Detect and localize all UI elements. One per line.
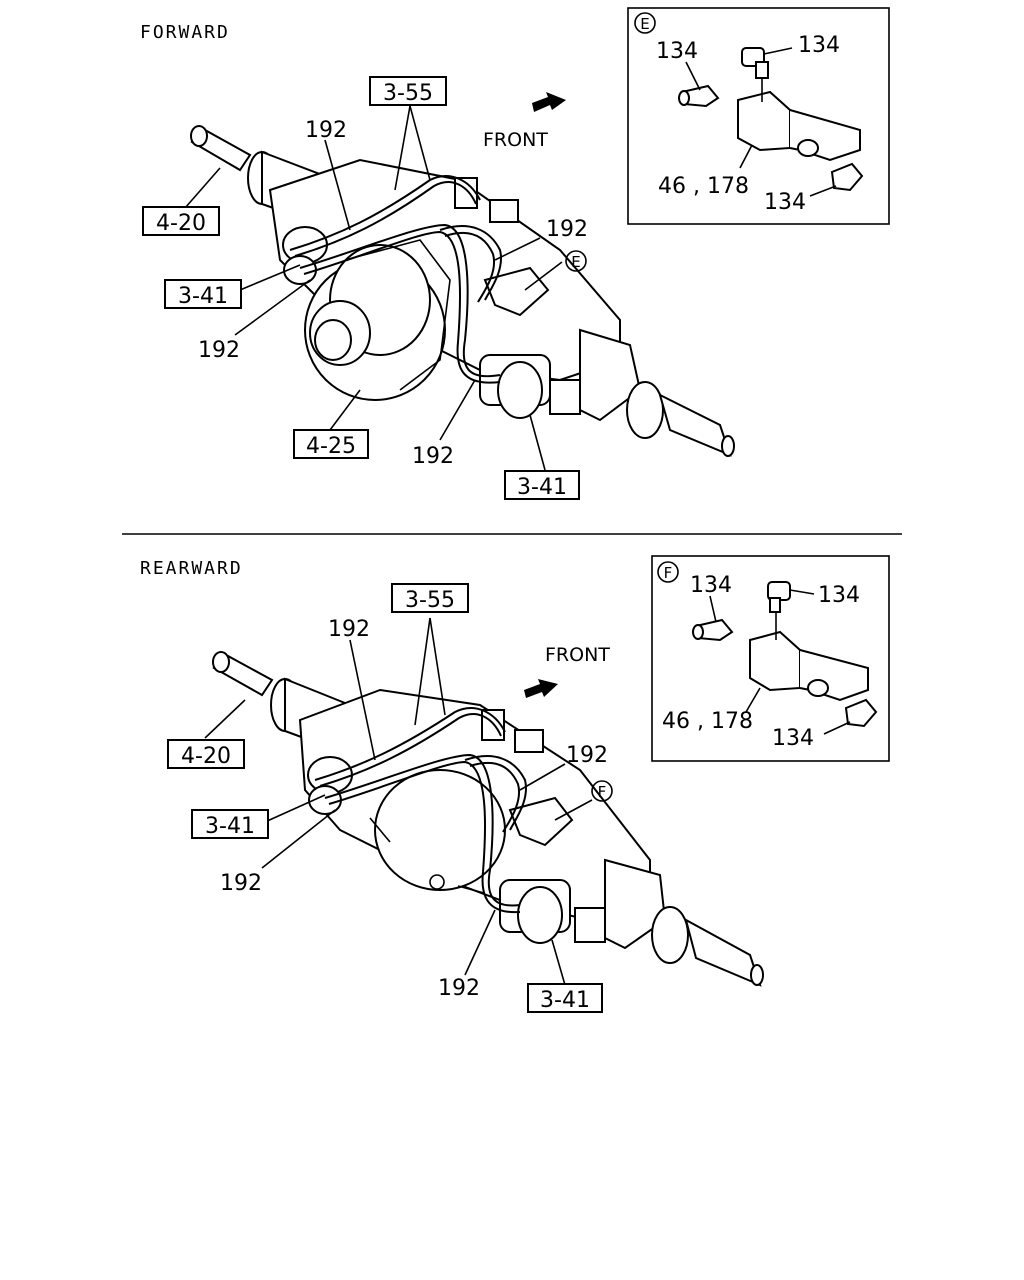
forward-leader-lines <box>184 105 563 471</box>
part-192-top-forward: 192 <box>305 118 347 143</box>
rearward-front-label: FRONT <box>545 644 610 666</box>
forward-section: FORWARD FRONT <box>140 7 890 500</box>
ref-box-3-41-left-forward[interactable]: 3-41 <box>164 279 242 309</box>
part-192-right-forward: 192 <box>546 217 588 242</box>
ref-box-3-41-right-rearward[interactable]: 3-41 <box>527 983 603 1013</box>
part-192-left-forward: 192 <box>198 338 240 363</box>
forward-front-label: FRONT <box>483 129 548 151</box>
forward-title: FORWARD <box>140 22 230 43</box>
svg-text:4-25: 4-25 <box>306 434 356 459</box>
svg-text:4-20: 4-20 <box>156 211 206 236</box>
detail-e-callout: E <box>640 15 649 33</box>
rearward-section: REARWARD FRONT <box>140 555 890 1013</box>
svg-text:3-55: 3-55 <box>405 588 455 613</box>
part-192-left-rearward: 192 <box>220 871 262 896</box>
part-134-topright-e: 134 <box>798 33 840 58</box>
svg-text:E: E <box>571 253 580 271</box>
ref-box-4-20-rearward[interactable]: 4-20 <box>167 739 245 769</box>
detail-f-callout: F <box>664 564 673 582</box>
front-arrow-icon <box>524 679 558 698</box>
svg-text:3-55: 3-55 <box>383 81 433 106</box>
ref-box-3-41-right-forward[interactable]: 3-41 <box>504 470 580 500</box>
rearward-title: REARWARD <box>140 558 243 579</box>
detail-marker-e[interactable]: E <box>565 250 587 272</box>
ref-box-3-55-rearward[interactable]: 3-55 <box>391 583 469 613</box>
part-134-topleft-e: 134 <box>656 39 698 64</box>
part-192-right-rearward: 192 <box>566 743 608 768</box>
part-134-topright-f: 134 <box>818 583 860 608</box>
detail-box-e: E 134 134 134 46 , 178 <box>627 7 890 225</box>
part-134-bottom-e: 134 <box>764 190 806 215</box>
rearward-leader-lines <box>204 617 593 986</box>
rearward-axle-drawing <box>212 651 764 987</box>
svg-text:3-41: 3-41 <box>517 475 567 500</box>
part-192-bottom-forward: 192 <box>412 444 454 469</box>
ref-box-4-25-forward[interactable]: 4-25 <box>293 429 369 459</box>
svg-text:F: F <box>598 783 607 801</box>
front-arrow-icon <box>532 92 566 112</box>
ref-box-3-41-left-rearward[interactable]: 3-41 <box>191 809 269 839</box>
ref-box-4-20-forward[interactable]: 4-20 <box>142 206 220 236</box>
svg-text:3-41: 3-41 <box>178 284 228 309</box>
part-134-topleft-f: 134 <box>690 573 732 598</box>
part-46-178-f: 46 , 178 <box>662 709 753 734</box>
detail-marker-f[interactable]: F <box>591 780 613 802</box>
part-46-178-e: 46 , 178 <box>658 174 749 199</box>
svg-text:3-41: 3-41 <box>540 988 590 1013</box>
svg-text:4-20: 4-20 <box>181 744 231 769</box>
part-192-bottom-rearward: 192 <box>438 976 480 1001</box>
ref-box-3-55-forward[interactable]: 3-55 <box>369 76 447 106</box>
part-192-top-rearward: 192 <box>328 617 370 642</box>
detail-box-f: F 134 134 134 46 , 178 <box>651 555 890 762</box>
svg-text:3-41: 3-41 <box>205 814 255 839</box>
forward-axle-drawing <box>190 125 735 457</box>
part-134-bottom-f: 134 <box>772 726 814 751</box>
